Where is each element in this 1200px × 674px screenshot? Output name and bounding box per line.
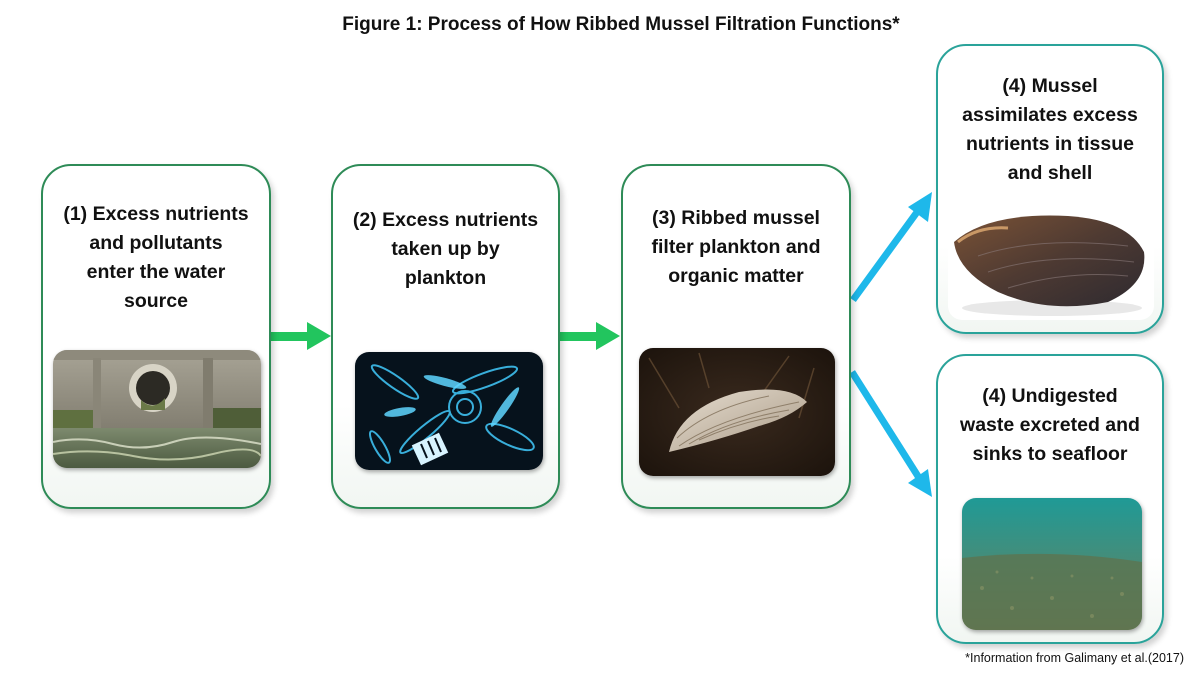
seafloor-photo (962, 498, 1142, 630)
step-4b-line-1: (4) Undigested (982, 385, 1118, 407)
step-4a-line-2: assimilates excess (962, 104, 1138, 126)
step-4b-line-3: sinks to seafloor (972, 443, 1128, 465)
step-1-box: (1) Excess nutrients and pollutants ente… (41, 164, 271, 509)
outfall-pipe-photo (53, 350, 261, 468)
arrow-step1-to-step2 (271, 322, 331, 350)
arrow-step3-to-step4b (849, 370, 932, 497)
step-1-line-4: source (124, 290, 188, 312)
step-1-line-1: (1) Excess nutrients (63, 203, 249, 225)
step-4a-line-4: and shell (1007, 162, 1093, 184)
step-3-line-3: organic matter (668, 265, 804, 287)
step-4b-label: (4) Undigested waste excreted and sinks … (948, 382, 1152, 469)
step-3-box: (3) Ribbed mussel filter plankton and or… (621, 164, 851, 509)
mussel-in-mud-photo (639, 348, 835, 476)
step-1-line-3: enter the water (86, 261, 226, 283)
step-4b-line-2: waste excreted and (960, 414, 1140, 436)
figure-title: Figure 1: Process of How Ribbed Mussel F… (342, 14, 900, 35)
step-4a-box: (4) Mussel assimilates excess nutrients … (936, 44, 1164, 334)
step-4a-label: (4) Mussel assimilates excess nutrients … (948, 72, 1152, 188)
plankton-micrograph (355, 352, 543, 470)
step-2-label: (2) Excess nutrients taken up by plankto… (343, 206, 548, 293)
step-4b-box: (4) Undigested waste excreted and sinks … (936, 354, 1164, 644)
step-3-label: (3) Ribbed mussel filter plankton and or… (633, 204, 839, 291)
arrow-step2-to-step3 (560, 322, 620, 350)
step-3-line-1: (3) Ribbed mussel (652, 207, 820, 229)
step-2-line-2: taken up by (391, 238, 500, 260)
footnote: *Information from Galimany et al.(2017) (965, 651, 1184, 665)
step-3-line-2: filter plankton and (651, 236, 821, 258)
step-2-line-1: (2) Excess nutrients (352, 209, 539, 231)
mussel-shell-photo (948, 206, 1154, 320)
step-4a-line-1: (4) Mussel (1002, 75, 1098, 97)
step-4a-line-3: nutrients in tissue (966, 133, 1134, 155)
step-1-label: (1) Excess nutrients and pollutants ente… (53, 200, 259, 316)
arrow-step3-to-step4a (850, 192, 932, 303)
step-2-line-3: plankton (404, 267, 487, 289)
step-2-box: (2) Excess nutrients taken up by plankto… (331, 164, 560, 509)
step-1-line-2: and pollutants (89, 232, 223, 254)
